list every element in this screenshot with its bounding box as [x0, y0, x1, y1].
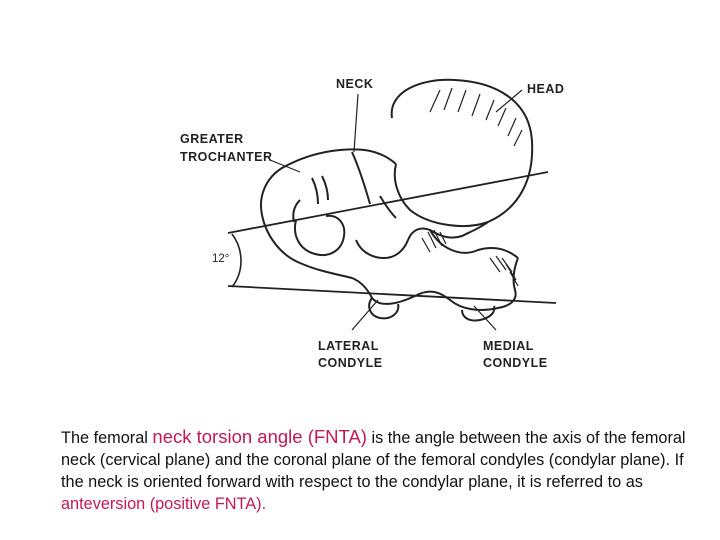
cervical-plane-line: [227, 171, 549, 234]
label-medial: MEDIAL: [483, 339, 534, 353]
caption-term-fnta: neck torsion angle (FNTA): [152, 426, 367, 447]
label-head: HEAD: [527, 82, 564, 96]
label-trochanter: TROCHANTER: [180, 150, 273, 164]
label-medial-condyle: CONDYLE: [483, 356, 548, 370]
caption: The femoral neck torsion angle (FNTA) is…: [61, 426, 691, 515]
leader-lines: [269, 89, 523, 331]
label-lateral: LATERAL: [318, 339, 379, 353]
label-neck: NECK: [336, 77, 373, 91]
condylar-plane-line: [227, 285, 557, 304]
angle-arc: [231, 233, 242, 288]
label-greater: GREATER: [180, 132, 244, 146]
caption-part-2: is the angle between the axis of the fem…: [61, 429, 686, 491]
label-angle: 12°: [212, 253, 229, 265]
femur-diagram: NECK HEAD GREATER TROCHANTER 12° LATERAL…: [180, 77, 564, 370]
hatching: [421, 229, 519, 287]
caption-part-1: The femoral: [61, 429, 153, 447]
caption-term-anteversion: anteversion (positive FNTA).: [61, 495, 267, 513]
label-lateral-condyle: CONDYLE: [318, 356, 383, 370]
